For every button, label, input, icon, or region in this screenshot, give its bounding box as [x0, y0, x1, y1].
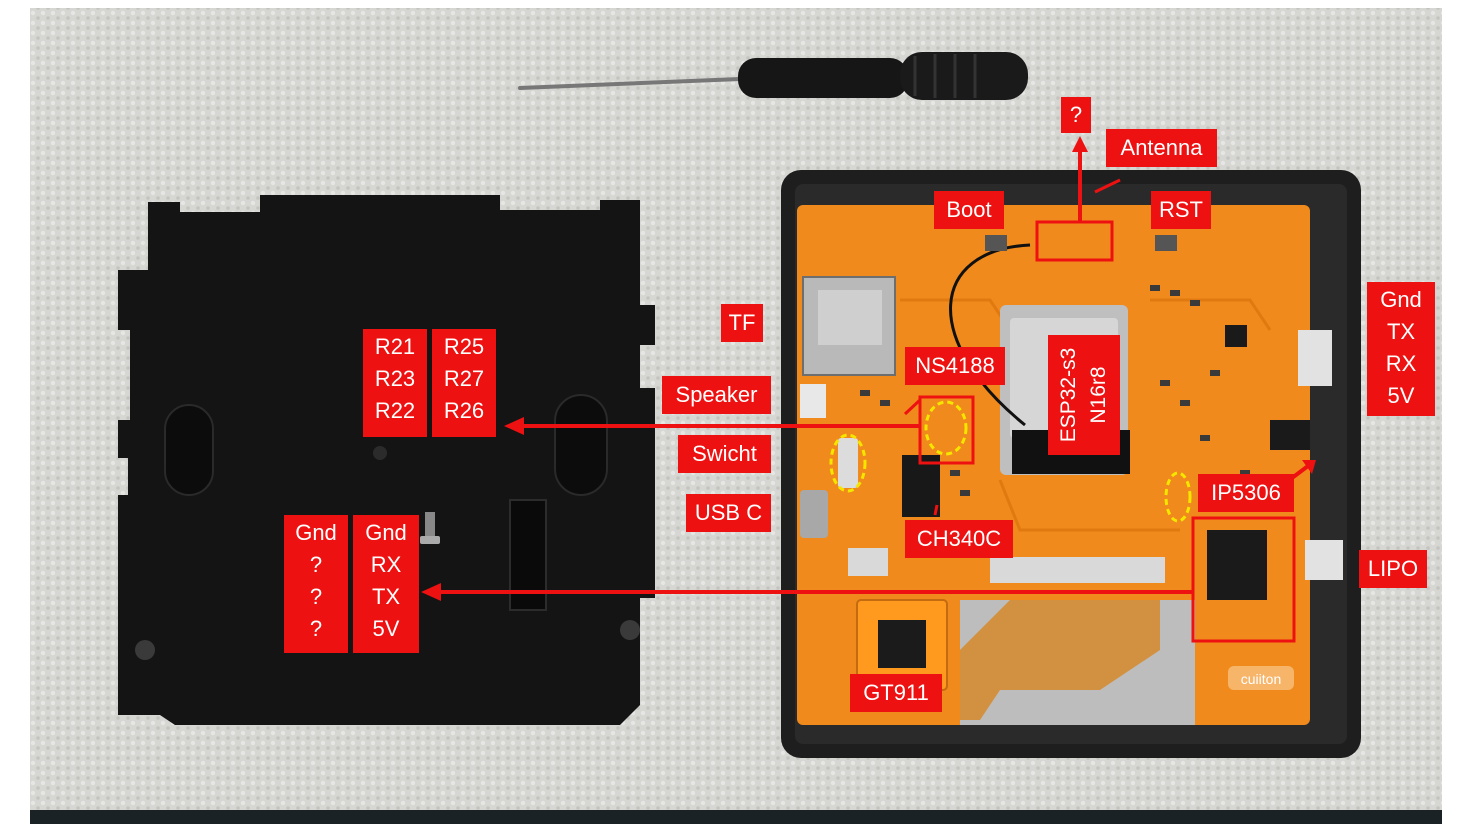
label-r23: R23 — [374, 366, 416, 391]
label-header-left-pin4: ? — [309, 616, 323, 641]
label-esp32-line1: ESP32-s3 — [1057, 347, 1080, 443]
label-unknown-top: ? — [1061, 97, 1091, 133]
label-ip5306: IP5306 — [1198, 474, 1294, 512]
label-header-right-gnd: Gnd — [365, 520, 407, 545]
label-antenna: Antenna — [1106, 129, 1217, 167]
resistor-ring — [924, 400, 968, 456]
label-header-left-pin2: ? — [309, 552, 323, 577]
label-header-left-pin3: ? — [309, 584, 323, 609]
label-lipo: LIPO — [1359, 550, 1427, 588]
label-uart-5v: 5V — [1387, 383, 1415, 408]
label-header-right: Gnd RX TX 5V — [353, 515, 419, 653]
label-speaker: Speaker — [662, 376, 771, 414]
resistor-group-highlight — [918, 395, 975, 465]
label-tf: TF — [721, 304, 763, 342]
switch-ring — [829, 433, 867, 493]
label-gt911: GT911 — [850, 674, 942, 712]
label-ns4188: NS4188 — [905, 347, 1005, 385]
label-r22: R22 — [374, 398, 416, 423]
screwdriver-image — [518, 52, 1028, 100]
antenna-connector-highlight — [1035, 220, 1114, 262]
pin-header-highlight — [1191, 516, 1296, 643]
label-header-left: Gnd ? ? ? — [284, 515, 348, 653]
label-r25: R25 — [443, 334, 485, 359]
label-rst: RST — [1151, 191, 1211, 229]
label-switch: Swicht — [678, 435, 771, 473]
label-uart-right: Gnd TX RX 5V — [1367, 282, 1435, 416]
label-r27: R27 — [443, 366, 485, 391]
label-esp32: ESP32-s3 N16r8 — [1048, 335, 1120, 455]
label-header-right-5v: 5V — [372, 616, 400, 641]
label-header-left-gnd: Gnd — [295, 520, 337, 545]
label-uart-tx: TX — [1386, 319, 1416, 344]
label-uart-rx: RX — [1385, 351, 1417, 376]
label-usb-c: USB C — [686, 494, 771, 532]
board-marking: cuiiton — [1241, 671, 1281, 687]
label-resistors-right: R25 R27 R26 — [432, 329, 496, 437]
label-uart-gnd: Gnd — [1380, 287, 1422, 312]
label-r21: R21 — [374, 334, 416, 359]
label-esp32-line2: N16r8 — [1087, 366, 1110, 424]
label-resistors-left: R21 R23 R22 — [363, 329, 427, 437]
arrows — [421, 136, 1316, 601]
label-ch340c: CH340C — [905, 520, 1013, 558]
pcb-image: cuiiton — [797, 205, 1343, 725]
ip5306-ring — [1164, 471, 1192, 523]
label-r26: R26 — [443, 398, 485, 423]
bottom-dark-strip — [30, 810, 1442, 824]
label-header-right-rx: RX — [370, 552, 402, 577]
label-header-right-tx: TX — [371, 584, 401, 609]
label-boot: Boot — [934, 191, 1004, 229]
